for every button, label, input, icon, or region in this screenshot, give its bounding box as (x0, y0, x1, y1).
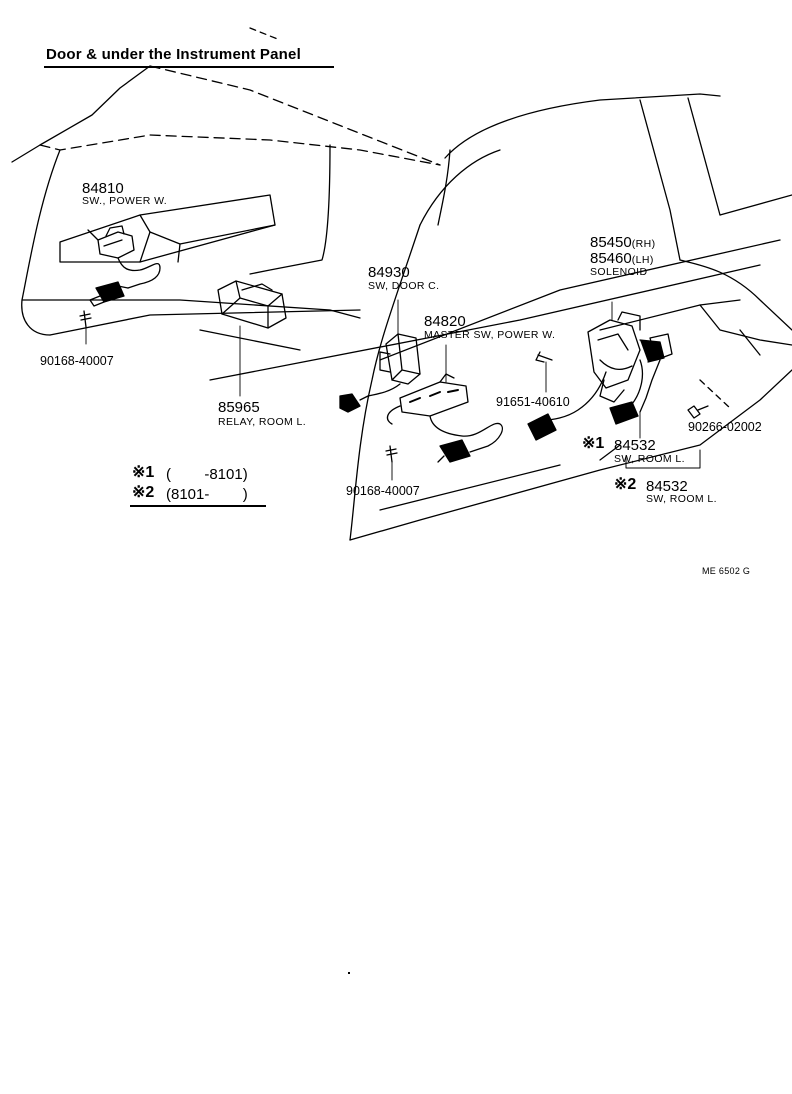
part-number-84820[interactable]: 84820 (424, 313, 466, 330)
legend-range-2: (8101- ) (166, 486, 248, 503)
part-qualifier-lh: (LH) (631, 254, 654, 266)
drawing-code: ME 6502 G (702, 566, 751, 576)
part-description-solenoid: SOLENOID (590, 266, 648, 278)
part-description-84810: SW., POWER W. (82, 195, 168, 207)
screw-91651 (535, 351, 553, 393)
legend-marker-2: ※2 (132, 484, 155, 501)
part-description-84532-2: SW, ROOM L. (646, 493, 717, 505)
screw-90168-center (385, 445, 398, 481)
legend-marker-1: ※1 (132, 464, 155, 481)
part-number-84810[interactable]: 84810 (82, 180, 124, 197)
part-number-90266[interactable]: 90266-02002 (688, 420, 762, 434)
legend-underline (130, 505, 266, 507)
room-light-switch-84532 (625, 333, 701, 469)
part-description-84820: MASTER SW, POWER W. (424, 329, 556, 341)
screw-90168-left (79, 310, 92, 345)
part-number-84532-1[interactable]: 84532 (614, 437, 656, 454)
part-number-85460-value: 85460 (590, 250, 632, 267)
room-light-relay-85965 (217, 280, 287, 397)
part-number-85450-value: 85450 (590, 234, 632, 251)
instrument-panel-outline (11, 27, 451, 351)
part-number-90168-center[interactable]: 90168-40007 (346, 484, 420, 498)
part-qualifier-rh: (RH) (631, 238, 656, 250)
variant-marker-1: ※1 (582, 435, 605, 452)
master-switch-84820 (386, 344, 503, 463)
part-number-91651[interactable]: 91651-40610 (496, 395, 570, 409)
legend-range-1: ( -8101) (166, 466, 248, 483)
part-number-84532-2[interactable]: 84532 (646, 478, 688, 495)
part-number-84930[interactable]: 84930 (368, 264, 410, 281)
diagram-title: Door & under the Instrument Panel (46, 46, 301, 63)
part-number-90168-left[interactable]: 90168-40007 (40, 354, 114, 368)
door-courtesy-switch-84930 (339, 299, 421, 413)
power-window-switch-84810 (87, 225, 161, 307)
variant-marker-2: ※2 (614, 476, 637, 493)
part-description-85965: RELAY, ROOM L. (218, 416, 307, 428)
part-number-85460[interactable]: 85460(LH) (590, 251, 654, 266)
door-lock-solenoid-85450 (527, 301, 665, 441)
title-underline (44, 66, 334, 68)
part-description-84930: SW, DOOR C. (368, 280, 440, 292)
bolt-90266 (687, 405, 709, 419)
door-panel-outline (209, 93, 792, 541)
stray-dot (348, 972, 350, 974)
part-description-84532-1: SW, ROOM L. (614, 453, 685, 465)
part-number-85965[interactable]: 85965 (218, 399, 260, 416)
part-number-85450[interactable]: 85450(RH) (590, 235, 655, 250)
